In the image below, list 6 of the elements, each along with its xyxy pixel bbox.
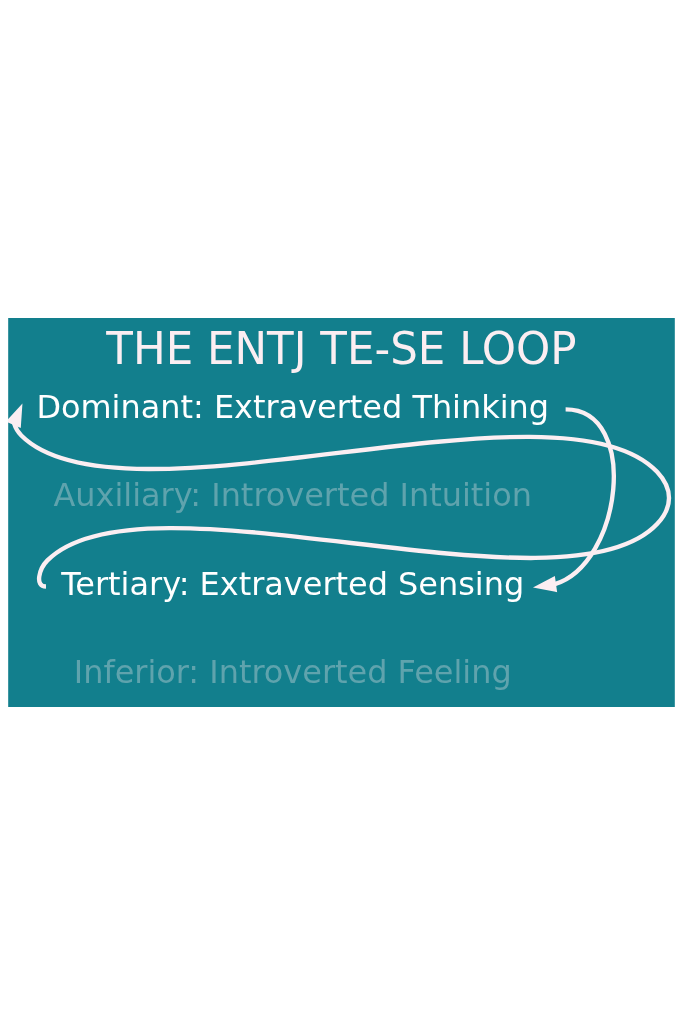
node-text: Auxiliary: Introverted Intuition bbox=[53, 475, 532, 514]
node-text: Inferior: Introverted Feeling bbox=[73, 652, 512, 691]
node-text: Tertiary: Extraverted Sensing bbox=[61, 564, 525, 603]
arrow bbox=[532, 406, 616, 592]
diagram-title: THE ENTJ TE-SE LOOP bbox=[106, 323, 577, 374]
node-text: Dominant: Extraverted Thinking bbox=[36, 387, 550, 426]
